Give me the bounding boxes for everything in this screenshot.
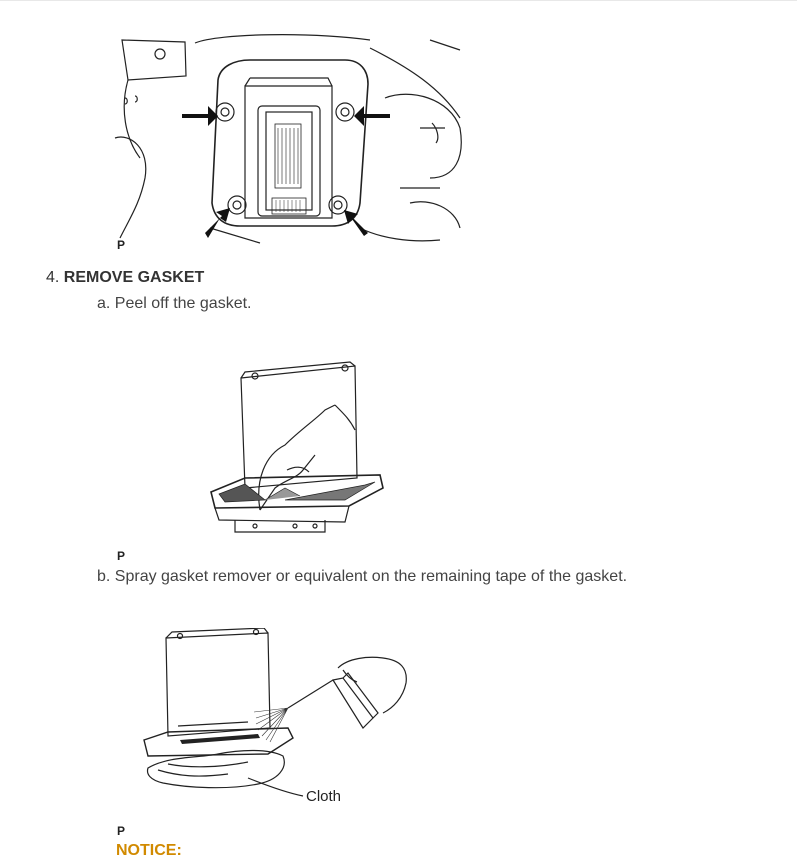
figure-label: P (117, 549, 126, 563)
substep-b-text: b. Spray gasket remover or equivalent on… (97, 568, 628, 585)
step-title: REMOVE GASKET (63, 269, 205, 286)
peel-gasket-illustration (210, 361, 384, 533)
ecu-mount-illustration (114, 34, 462, 244)
top-divider (0, 0, 797, 1)
substep-a-text: a. Peel off the gasket. (97, 295, 252, 312)
cloth-callout: Cloth (306, 788, 342, 805)
spray-remover-illustration (143, 628, 407, 797)
step-number: 4. (46, 269, 60, 286)
step-heading: 4. REMOVE GASKET (46, 269, 204, 287)
notice-label: NOTICE: (116, 842, 182, 859)
figure-label: P (117, 238, 126, 252)
figure-label: P (117, 824, 126, 838)
